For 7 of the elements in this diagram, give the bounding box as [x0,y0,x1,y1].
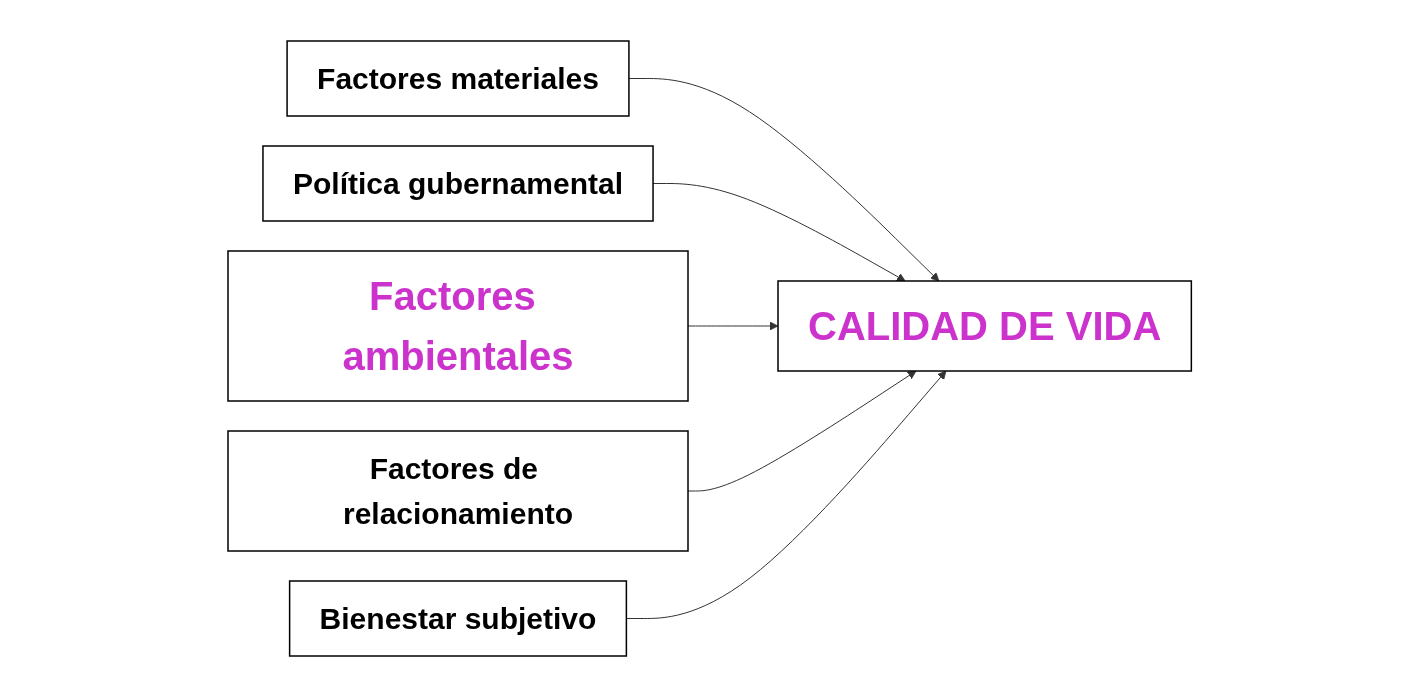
arrow [626,370,947,619]
node-box: Factores ambientales [227,249,690,402]
node-box: Factores materiales [286,39,630,117]
node-box: Política gubernamental [262,144,655,222]
node-box: Factores de relacionamiento [227,429,690,552]
node-box: CALIDAD DE VIDA [777,279,1193,372]
node-box: Bienestar subjetivo [289,579,628,657]
